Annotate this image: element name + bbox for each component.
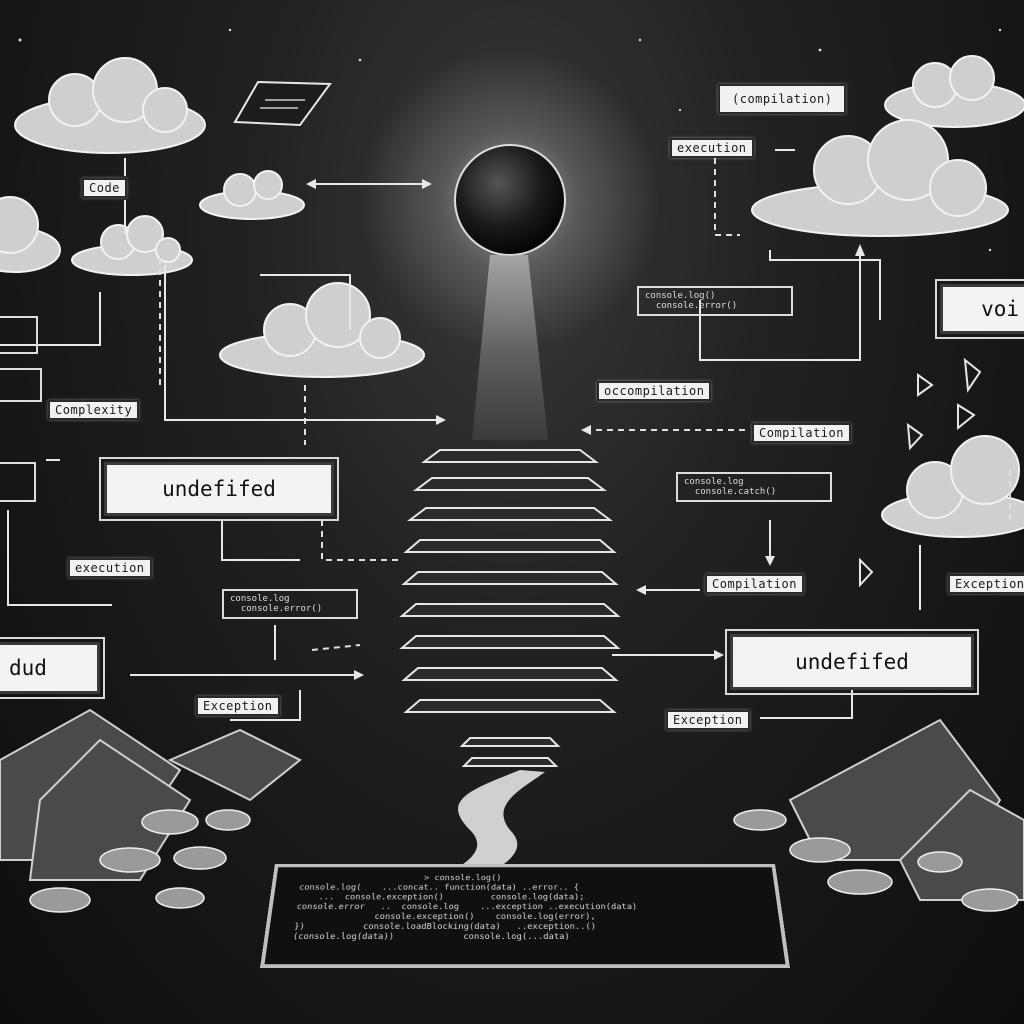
box-left-edge-2 <box>0 368 42 402</box>
box-left-edge-3 <box>0 462 36 502</box>
terminal-line: console.exception() console.log(error), <box>284 912 596 922</box>
label-code: Code <box>82 178 127 198</box>
cloud-center-left <box>219 282 425 378</box>
shrubs <box>29 809 1019 913</box>
cloud-top-right-small <box>884 55 1024 128</box>
box-dud: dud <box>0 637 105 699</box>
terminal-line: ... console.exception() console.log(data… <box>286 893 585 902</box>
label-compilation-right-2: Compilation <box>705 574 804 594</box>
terminal-line: (console.log(data)) console.log(...data) <box>281 932 570 942</box>
floating-tile <box>233 80 332 127</box>
cloud-right-large <box>751 119 1009 237</box>
layer-stack <box>399 449 621 767</box>
box-left-edge-1 <box>0 316 38 354</box>
cloud-right-mid <box>881 435 1024 538</box>
mountains-right <box>788 718 1024 901</box>
light-beam <box>472 255 548 440</box>
code-snippet-mid-left: console.log console.error() <box>222 589 358 619</box>
paper-planes <box>859 357 982 588</box>
cloud-small-b <box>71 215 193 276</box>
label-compilation-right-1: Compilation <box>752 423 851 443</box>
black-sun <box>454 144 566 256</box>
label-compilation-top: (compilation) <box>718 84 847 114</box>
cloud-top-left <box>14 57 206 154</box>
label-exception-far-right: Exception <box>948 574 1024 594</box>
label-exception-bottom-left: Exception <box>196 696 280 716</box>
label-complexity: Complexity <box>48 400 140 420</box>
terminal-line: }) console.loadBlocking(data) ..exceptio… <box>282 922 597 932</box>
label-execution-left: execution <box>68 558 152 578</box>
box-undefined-right: undefifed <box>725 629 979 695</box>
cloud-left-edge <box>0 196 61 273</box>
label-occompilation: occompilation <box>597 381 712 401</box>
box-void: voi <box>935 279 1024 339</box>
label-execution-top: execution <box>670 138 754 158</box>
terminal-line: > console.log() <box>289 874 502 883</box>
clouds <box>0 55 1024 538</box>
stars <box>18 28 1002 252</box>
code-terminal: > console.log() console.log( ...concat..… <box>260 863 790 968</box>
box-undefined-left: undefifed <box>99 457 339 521</box>
label-exception-right: Exception <box>666 710 750 730</box>
code-snippet-top-right: console.log() console.error() <box>637 286 793 316</box>
terminal-line: console.log( ...concat.. function(data) … <box>288 883 580 893</box>
mountains-left <box>0 708 302 881</box>
terminal-line: console.error .. console.log ...exceptio… <box>285 902 638 912</box>
code-snippet-mid-right: console.log console.catch() <box>676 472 832 502</box>
cloud-small-a <box>199 170 305 220</box>
connectors <box>0 149 1011 721</box>
